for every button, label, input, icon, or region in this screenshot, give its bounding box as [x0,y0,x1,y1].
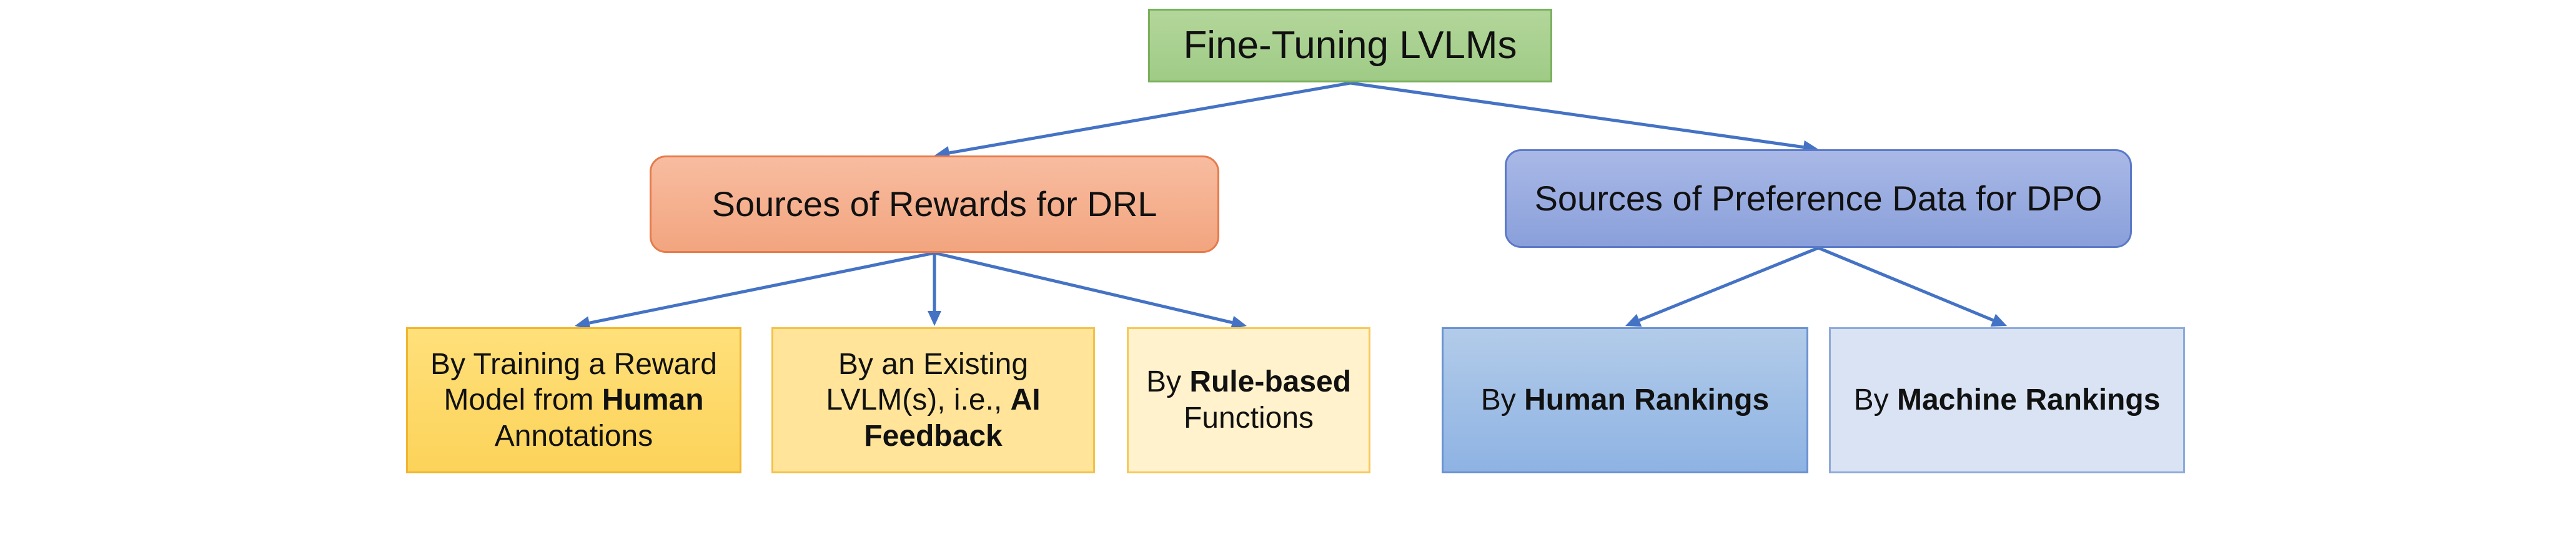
human-annotations-bold: Human [602,383,704,417]
edge-root-to-preference [1350,81,1804,149]
ai-feedback-line2: LVLM(s), i.e., [826,383,1011,417]
edge-root-to-rewards [949,81,1351,155]
human-annotations-line3: Annotations [494,419,653,453]
human-rankings-prefix: By [1480,383,1525,417]
ai-feedback-node: By an Existing LVLM(s), i.e., AI Feedbac… [771,327,1095,473]
rule-based-prefix: By [1146,365,1190,399]
machine-rankings-bold: Machine Rankings [1896,383,2161,417]
ai-feedback-line1: By an Existing [838,347,1029,381]
edge-rewards-to-ai-feedback-arrowhead [928,311,941,326]
fine-tuning-lvlms-node: Fine-Tuning LVLMs [1148,9,1552,82]
rule-based-text: By Rule-based Functions [1146,364,1351,436]
ai-feedback-bold-feedback: Feedback [864,419,1003,453]
edge-rewards-to-human-annotations-arrowhead [575,316,591,330]
rewards-drl-label: Sources of Rewards for DRL [711,184,1157,224]
edge-preference-to-human-rankings-arrowhead [1625,313,1642,327]
preference-data-for-dpo-node: Sources of Preference Data for DPO [1505,149,2132,248]
ai-feedback-text: By an Existing LVLM(s), i.e., AI Feedbac… [826,347,1040,455]
rule-based-line2: Functions [1183,402,1314,435]
human-rankings-text: By Human Rankings [1481,382,1769,418]
human-rankings-node: By Human Rankings [1442,327,1808,473]
human-annotations-text: By Training a Reward Model from Human An… [430,347,717,455]
rewards-for-drl-node: Sources of Rewards for DRL [650,155,1219,253]
machine-rankings-text: By Machine Rankings [1854,382,2161,418]
edge-rewards-to-rule-based-arrowhead [1231,315,1247,330]
machine-rankings-prefix: By [1853,383,1897,417]
human-rankings-bold: Human Rankings [1524,383,1770,417]
root-label: Fine-Tuning LVLMs [1183,23,1517,67]
edge-preference-to-machine-rankings [1818,246,1994,322]
preference-dpo-label: Sources of Preference Data for DPO [1534,179,2103,219]
edge-preference-to-human-rankings [1638,246,1819,322]
rule-based-node: By Rule-based Functions [1127,327,1370,473]
rule-based-bold: Rule-based [1189,365,1352,399]
ai-feedback-bold-ai: AI [1010,383,1041,417]
human-annotations-line1: By Training a Reward [430,347,717,381]
edge-rewards-to-rule-based [934,251,1233,324]
human-annotations-line2: Model from [443,383,602,417]
edge-preference-to-machine-rankings-arrowhead [1990,313,2007,327]
machine-rankings-node: By Machine Rankings [1829,327,2185,473]
edge-rewards-to-human-annotations [589,251,935,325]
human-annotations-node: By Training a Reward Model from Human An… [406,327,741,473]
